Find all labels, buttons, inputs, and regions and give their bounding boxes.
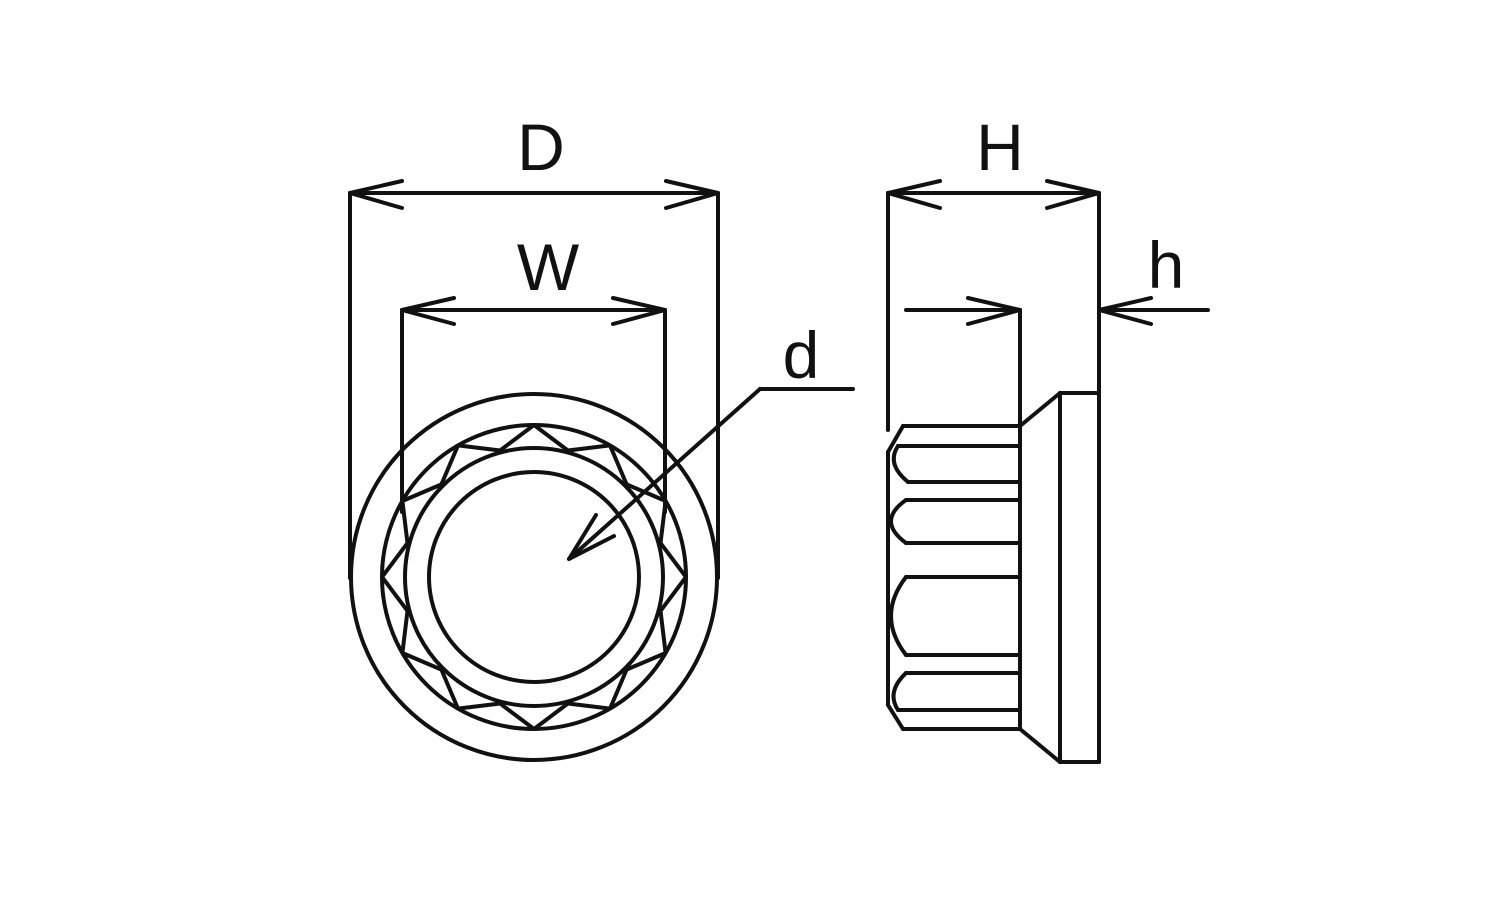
bore-circle [427,470,641,684]
arrowhead-outer [1097,296,1153,326]
point-scallops [889,444,910,712]
bearing-circle [403,446,665,708]
dimension-d-outer: D [348,110,720,580]
scallop [889,575,908,657]
dimension-h: H [886,110,1101,432]
front-view: D W d [348,110,855,762]
dimension-d-thread: d [567,318,855,561]
scallop [891,671,908,712]
dimension-w: W [400,230,667,514]
leader-arrowhead [567,513,616,561]
arrowhead-left [348,179,404,210]
arrowhead-left [886,179,942,210]
hex-body [886,424,1022,731]
arrowhead-right [1045,179,1101,210]
label-h-small: h [1148,228,1185,302]
dimension-flange-thickness: h [904,228,1210,428]
scallop [891,444,910,484]
point-lines [896,444,1022,712]
flange [1018,391,1101,764]
chamfer-bottom [886,703,905,731]
scallop [889,498,908,545]
label-w: W [517,230,580,304]
arrowhead-left [400,296,456,326]
side-view: H h [886,110,1210,764]
flange-taper-top [1018,391,1062,428]
arrowhead-inner [966,296,1022,326]
label-d-thread: d [783,318,820,392]
chamfer-top [886,424,905,454]
flange-outer-circle [349,392,719,762]
flange-taper-bottom [1018,727,1062,764]
leader-line [567,387,762,561]
label-d-outer: D [517,110,565,184]
arrowhead-right [664,179,720,210]
label-h: H [976,110,1024,184]
arrowhead-right [611,296,667,326]
twelve-point-star [380,423,688,731]
